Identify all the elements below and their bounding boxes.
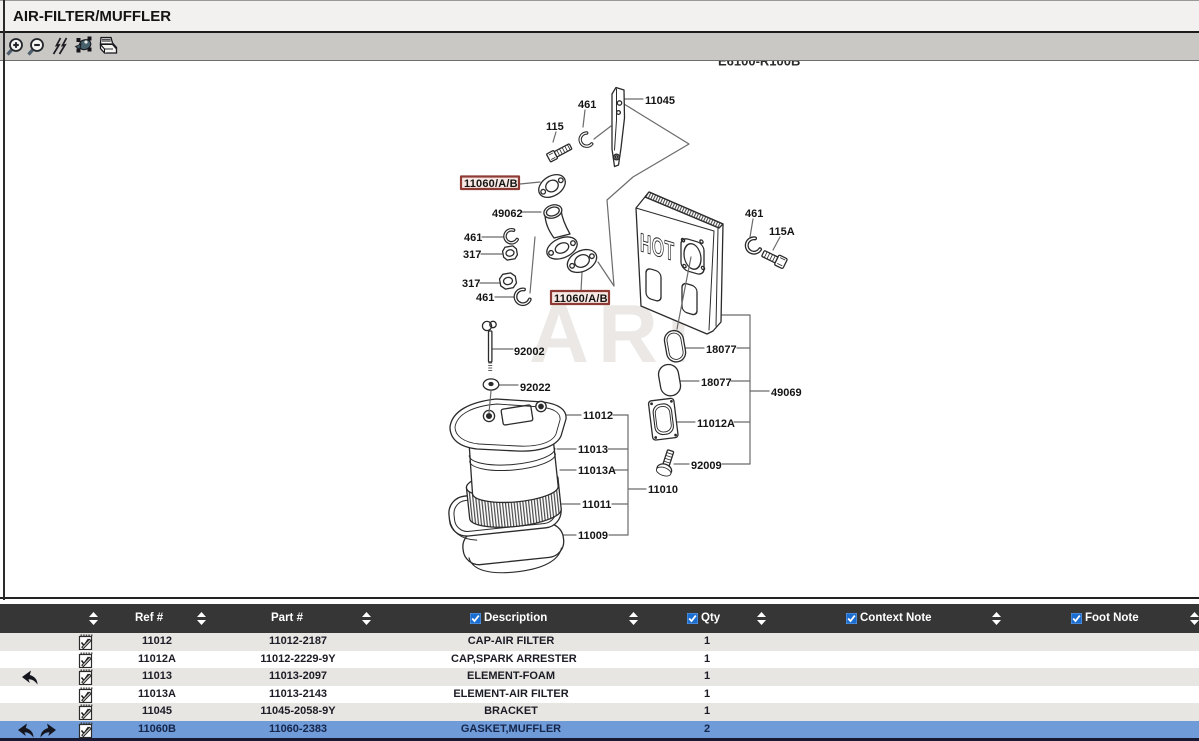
svg-text:317: 317 bbox=[463, 249, 481, 261]
svg-text:11010: 11010 bbox=[648, 484, 678, 496]
svg-text:11013A: 11013A bbox=[578, 465, 616, 477]
svg-text:11012A: 11012A bbox=[697, 418, 735, 430]
svg-text:49069: 49069 bbox=[771, 387, 802, 399]
svg-text:49062: 49062 bbox=[492, 208, 523, 220]
svg-text:E6100-R100B: E6100-R100B bbox=[718, 61, 800, 69]
svg-text:92009: 92009 bbox=[691, 460, 722, 472]
svg-text:461: 461 bbox=[464, 232, 482, 244]
svg-text:11009: 11009 bbox=[578, 530, 608, 542]
svg-text:115A: 115A bbox=[769, 226, 795, 238]
svg-text:92022: 92022 bbox=[520, 382, 551, 394]
svg-text:18077: 18077 bbox=[701, 377, 732, 389]
svg-text:461: 461 bbox=[578, 99, 596, 111]
svg-text:18077: 18077 bbox=[706, 344, 737, 356]
svg-text:461: 461 bbox=[476, 292, 494, 304]
svg-text:11011: 11011 bbox=[582, 499, 611, 511]
svg-text:461: 461 bbox=[745, 208, 763, 220]
svg-text:11013: 11013 bbox=[578, 444, 608, 456]
svg-text:11012: 11012 bbox=[583, 410, 613, 422]
svg-text:317: 317 bbox=[462, 278, 480, 290]
svg-text:11060/A/B: 11060/A/B bbox=[464, 178, 518, 190]
svg-text:115: 115 bbox=[546, 121, 564, 133]
svg-text:92002: 92002 bbox=[514, 346, 545, 358]
svg-text:11045: 11045 bbox=[645, 95, 675, 107]
svg-text:11060/A/B: 11060/A/B bbox=[554, 293, 608, 305]
